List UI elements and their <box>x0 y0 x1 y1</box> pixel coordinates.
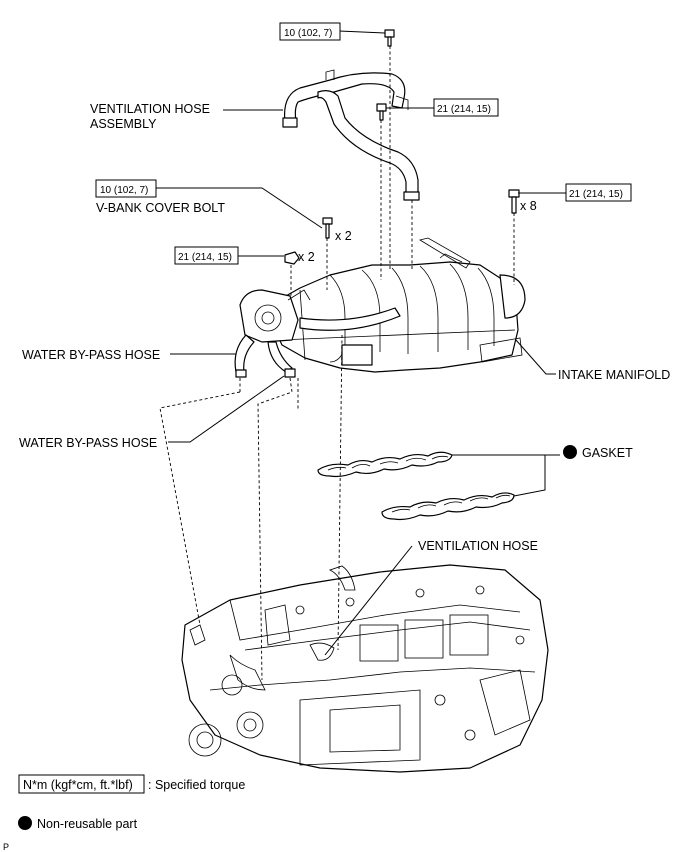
gasket-upper-illustration <box>317 451 453 478</box>
legend-torque-box <box>18 774 145 794</box>
legend-non-reusable-dot-icon <box>18 816 32 830</box>
legend-torque-text: : Specified torque <box>148 778 245 792</box>
qty-manifold-bolts: x 8 <box>520 199 537 213</box>
water-bypass-hose-upper-illustration <box>234 334 255 378</box>
engine-block-illustration <box>181 564 549 773</box>
non-reusable-dot-icon <box>563 445 577 459</box>
torque-nut-text: 21 (214, 15) <box>178 252 232 263</box>
intake-manifold-illustration <box>239 237 526 373</box>
manifold-bolt-icon <box>508 189 520 214</box>
corner-mark: P <box>3 842 9 852</box>
qty-nut: x 2 <box>298 250 315 264</box>
torque-manifold-text: 21 (214, 15) <box>569 189 623 200</box>
gasket-lower-illustration <box>381 492 515 521</box>
nut-icon <box>284 251 300 265</box>
alignment-lines <box>159 46 515 681</box>
water-bypass-hose-lower-illustration <box>267 341 296 378</box>
torque-box-nut: 21 (214, 15) <box>174 246 239 265</box>
label-intake-manifold: INTAKE MANIFOLD <box>558 368 670 382</box>
label-ventilation-hose-assembly-1: VENTILATION HOSE <box>90 102 210 116</box>
qty-v-bank-bolt: x 2 <box>335 229 352 243</box>
legend-non-reusable-text: Non-reusable part <box>37 817 138 831</box>
label-water-bypass-hose-upper: WATER BY-PASS HOSE <box>22 348 160 362</box>
torque-box-v-bank: 10 (102, 7) <box>95 179 157 198</box>
leader-lines <box>156 30 566 656</box>
bolt-hose-icon <box>376 103 387 121</box>
label-ventilation-hose: VENTILATION HOSE <box>418 539 538 553</box>
torque-top-text: 10 (102, 7) <box>284 28 332 39</box>
torque-hose-text: 21 (214, 15) <box>437 104 491 115</box>
torque-box-hose: 21 (214, 15) <box>433 98 499 117</box>
torque-box-manifold: 21 (214, 15) <box>565 183 632 202</box>
ventilation-hose-assembly-illustration <box>282 69 420 201</box>
label-v-bank-cover-bolt: V-BANK COVER BOLT <box>96 201 225 215</box>
torque-v-bank-text: 10 (102, 7) <box>100 185 148 196</box>
legend-torque-box-text: N*m (kgf*cm, ft.*lbf) <box>23 778 133 792</box>
torque-box-top: 10 (102, 7) <box>279 22 341 41</box>
label-ventilation-hose-assembly-2: ASSEMBLY <box>90 117 157 131</box>
bolt-top-icon <box>384 29 395 47</box>
label-water-bypass-hose-lower: WATER BY-PASS HOSE <box>19 436 157 450</box>
v-bank-cover-bolt-icon <box>322 217 333 239</box>
legend: N*m (kgf*cm, ft.*lbf) : Specified torque… <box>18 774 245 831</box>
label-gasket: GASKET <box>582 446 633 460</box>
